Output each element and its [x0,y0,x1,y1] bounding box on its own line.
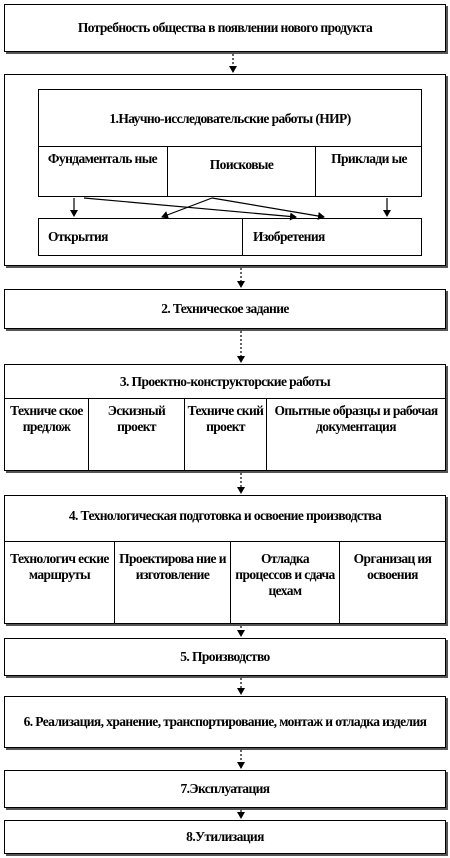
prep-design: Проектирова ние и изготовление [119,551,226,582]
nir-inner-box: 1.Научно-исследовательские работы (НИР) [38,89,422,197]
disposal-label: 8.Утилизация [186,829,264,844]
nir-col-divider-1 [167,146,168,197]
nir-fundamental: Фундаменталь ные [47,151,158,166]
need-label: Потребность общества в появлении нового … [77,20,373,35]
okr-tech-proposal: Техниче ское предлож [10,403,83,434]
okr-col-divider-2 [184,398,185,471]
okr-frame [4,364,446,471]
prep-routes: Технологич еские маршруты [10,551,109,582]
nir-inventions: Изобретения [253,229,325,244]
nir-results-divider [242,218,243,256]
nir-col-divider-2 [315,146,316,197]
production-box: 5. Производство [4,638,446,676]
prep-debug: Отладка процессов и сдача цехам [235,551,335,598]
arrow-search-to-discoveries [161,197,213,219]
nir-applied: Приклади ые [331,151,407,166]
okr-col-divider-1 [88,398,89,471]
disposal-box: 8.Утилизация [4,820,446,854]
arrow-fundamental-to-inventions [83,197,297,221]
prep-divider [4,541,446,542]
okr-title: 3. Проектно-конструкторские работы [119,373,331,389]
nir-title: 1.Научно-исследовательские работы (НИР) [109,110,351,126]
tz-box: 2. Техническое задание [4,289,446,329]
production-label: 5. Производство [180,649,270,664]
prep-organize: Организац ия освоения [353,551,432,582]
okr-sketch: Эскизный проект [107,403,166,434]
nir-divider [38,146,422,147]
need-box: Потребность общества в появлении нового … [4,4,446,52]
nir-results-box [38,218,422,256]
nir-search: Поисковые [209,157,274,172]
prep-col-divider-1 [114,541,115,624]
arrow-search-to-inventions [211,197,325,220]
sales-box: 6. Реализация, хранение, транспортирован… [4,696,446,748]
prep-title: 4. Технологическая подготовка и освоение… [68,508,382,523]
okr-divider [4,398,446,399]
operation-box: 7.Эксплуатация [4,770,446,808]
nir-discoveries: Открытия [48,229,108,244]
prep-col-divider-3 [339,541,340,624]
prep-frame [4,495,446,624]
prep-col-divider-2 [230,541,231,624]
tz-label: 2. Техническое задание [161,301,289,316]
operation-label: 7.Эксплуатация [180,781,270,796]
okr-col-divider-3 [266,398,267,471]
okr-prototypes: Опытные образцы и рабочая документация [274,403,438,434]
okr-tech-project: Техниче ский проект [187,403,264,434]
sales-label: 6. Реализация, хранение, транспортирован… [23,714,427,729]
